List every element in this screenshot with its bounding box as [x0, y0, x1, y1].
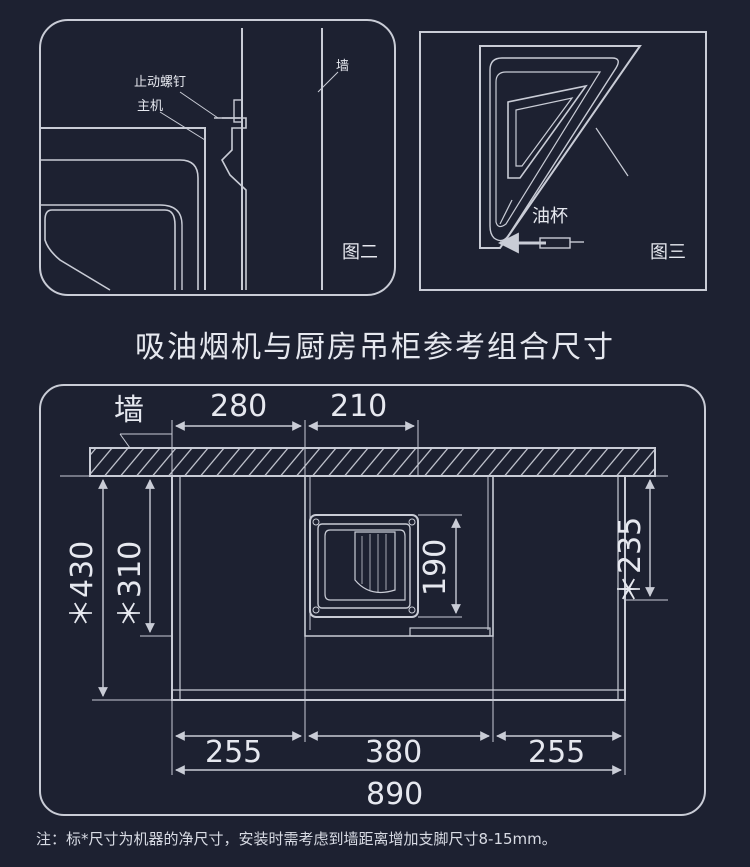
figure2-frame	[39, 19, 396, 296]
dim-total-width: 890	[366, 777, 423, 812]
hood-body-outline	[171, 476, 626, 701]
wall-hatched-bar	[89, 447, 656, 477]
figure3-label: 图三	[650, 242, 686, 263]
dim-height-body: ＊310	[113, 541, 148, 628]
figure2-label: 图二	[342, 242, 378, 263]
fig2-wall-callout: 墙	[336, 59, 349, 74]
main-diagram	[39, 384, 706, 816]
figure2-panel	[39, 19, 396, 296]
fan-wheel	[354, 531, 396, 593]
figure3-frame	[419, 31, 707, 291]
fan-housing	[309, 514, 419, 618]
fig2-hood-outline	[40, 127, 206, 290]
fig2-hood-inner	[40, 159, 199, 290]
main-diagram-frame	[39, 384, 706, 816]
duct-box	[304, 476, 494, 637]
dim-height-total: ＊430	[65, 541, 100, 628]
fig3-triangle-inner	[507, 84, 588, 179]
footnote: 注：标*尺寸为机器的净尺寸，安装时需考虑到墙距离增加支脚尺寸8-15mm。	[36, 830, 557, 848]
dim-fan-height: 190	[418, 539, 453, 596]
dim-bottom-left: 255	[205, 735, 262, 770]
dim-top-right: 210	[330, 389, 387, 424]
wall-outline	[89, 447, 656, 477]
dim-bottom-mid: 380	[365, 735, 422, 770]
main-title: 吸油烟机与厨房吊柜参考组合尺寸	[135, 330, 615, 365]
fig2-unit-callout: 主机	[137, 99, 163, 114]
dim-bottom-right: 255	[528, 735, 585, 770]
fig2-screw-callout: 止动螺钉	[134, 75, 186, 90]
figure3-panel	[419, 31, 707, 291]
dim-right-depth: ＊235	[613, 517, 648, 604]
fig3-cup-callout: 油杯	[532, 206, 568, 227]
wall-label: 墙	[114, 393, 144, 428]
dim-top-left: 280	[210, 389, 267, 424]
